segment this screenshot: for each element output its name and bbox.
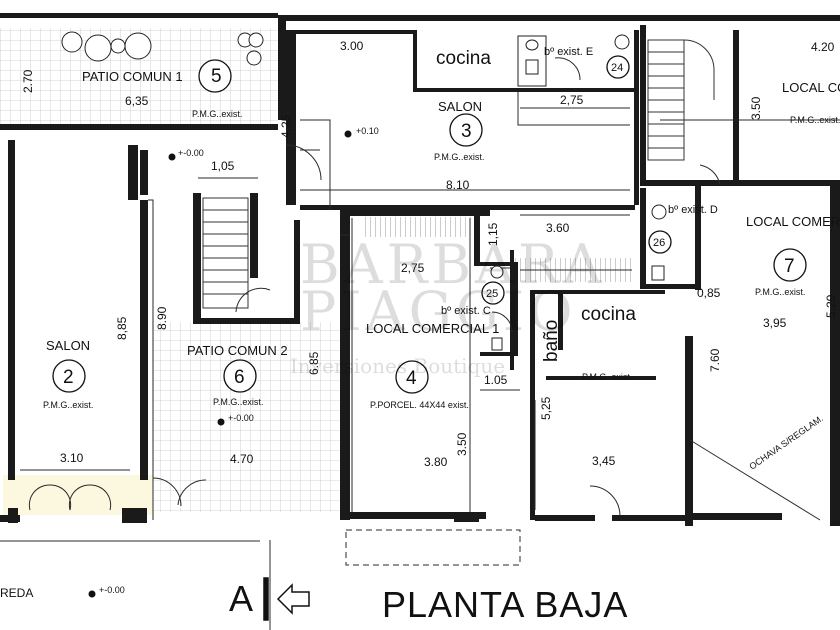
room-7-floor: P.M.G..exist. — [755, 287, 805, 297]
room-4-floor: P.PORCEL. 44X44 exist. — [370, 400, 469, 410]
dim-275b: 2,75 — [401, 261, 425, 275]
vereda-label: REDA — [0, 586, 33, 600]
dim-520: 5.20 — [824, 294, 838, 318]
dim-085: 0,85 — [697, 286, 721, 300]
title-block: A PLANTA BAJA — [229, 578, 628, 625]
room-4-number: 4 — [406, 368, 417, 389]
dim-470: 4.70 — [230, 452, 254, 466]
dimension-labels: 3.00 2.70 6,35 4,25 2,75 8.10 1,05 3.60 … — [21, 39, 838, 469]
room-7-number: 7 — [784, 256, 795, 277]
ochava-label: OCHAVA S/REGLAM. — [747, 413, 825, 471]
dim-345: 3,45 — [592, 454, 616, 468]
level-a: +0.10 — [356, 126, 379, 136]
bath-d-number: 26 — [653, 237, 665, 249]
dim-810: 8.10 — [446, 178, 470, 192]
cocina-label-top: cocina — [436, 48, 491, 69]
dim-310: 3.10 — [60, 451, 84, 465]
dim-270: 2.70 — [21, 69, 35, 93]
sanitary-fixtures — [490, 34, 667, 351]
watermark-line2: PIAGGIO — [300, 280, 577, 343]
dim-275a: 2,75 — [560, 93, 584, 107]
room-4-name: LOCAL COMERCIAL 1 — [366, 321, 499, 336]
room-2-number: 2 — [63, 367, 74, 388]
room-8-floor: P.M.G..exist. — [790, 115, 840, 125]
room-3-name: SALON — [438, 99, 482, 114]
dim-525: 5,25 — [539, 396, 553, 420]
dim-360: 3.60 — [546, 221, 570, 235]
bath-c-name: bº exist. C — [441, 305, 491, 317]
room-7-name: LOCAL COMERCIAL — [746, 214, 840, 229]
cocina-label-mid: cocina — [581, 304, 636, 325]
plan-title: PLANTA BAJA — [382, 584, 628, 625]
dim-890: 8.90 — [155, 306, 169, 330]
room-6-floor: P.M.G..exist. — [213, 397, 263, 407]
bath-c-number: 25 — [486, 288, 498, 300]
stairs-patio — [202, 197, 249, 309]
dim-395: 3,95 — [763, 316, 787, 330]
level-markers — [88, 130, 352, 598]
bath-e-name: bº exist. E — [544, 46, 593, 58]
bath-e-number: 24 — [611, 62, 623, 74]
dim-685: 6.85 — [307, 351, 321, 375]
walls — [0, 13, 840, 526]
bano-label: baño — [541, 320, 562, 362]
room-5-floor: P.M.G..exist. — [192, 109, 242, 119]
room-6-number: 6 — [234, 367, 245, 388]
section-arrow-icon — [263, 577, 310, 621]
room-6-name: PATIO COMUN 2 — [187, 343, 288, 358]
dim-350b: 3.50 — [749, 96, 763, 120]
room-labels: PATIO COMUN 1 5 P.M.G..exist. SALON 3 P.… — [0, 46, 840, 600]
dim-350a: 3.50 — [455, 432, 469, 456]
dim-635: 6,35 — [125, 94, 149, 108]
level-d: +-0.00 — [99, 585, 125, 595]
room-5-name: PATIO COMUN 1 — [82, 69, 183, 84]
room-2-name: SALON — [46, 338, 90, 353]
watermark: BARBARA PIAGGIO Inversiones Boutique — [290, 233, 606, 378]
level-b: +-0.00 — [178, 148, 204, 158]
stairs-right — [647, 39, 715, 161]
dim-105b: 1.05 — [484, 373, 508, 387]
plants — [61, 31, 264, 66]
room-5-number: 5 — [211, 66, 222, 87]
thin-lines — [0, 57, 840, 630]
dim-425: 4,25 — [279, 114, 293, 138]
watermark-tagline: Inversiones Boutique — [290, 354, 505, 378]
dim-115: 1,15 — [486, 222, 500, 246]
level-c: +-0.00 — [228, 413, 254, 423]
room-markers — [52, 55, 807, 394]
dim-300: 3.00 — [340, 39, 364, 53]
dim-885: 8,85 — [115, 316, 129, 340]
room-8-name: LOCAL COMERCI — [782, 80, 840, 95]
room-3-floor: P.M.G..exist. — [434, 152, 484, 162]
bath-d-name: bº exist. D — [668, 204, 718, 216]
dim-380: 3.80 — [424, 455, 448, 469]
cut-floor-label: P.M.G..exist. — [582, 372, 632, 382]
dim-105: 1,05 — [211, 159, 235, 173]
watermark-line1: BARBARA — [300, 233, 606, 296]
room-2-floor: P.M.G..exist. — [43, 400, 93, 410]
dim-760: 7.60 — [708, 348, 722, 372]
section-marker: A — [229, 578, 254, 619]
room-3-number: 3 — [461, 121, 472, 142]
dim-420: 4.20 — [811, 40, 835, 54]
